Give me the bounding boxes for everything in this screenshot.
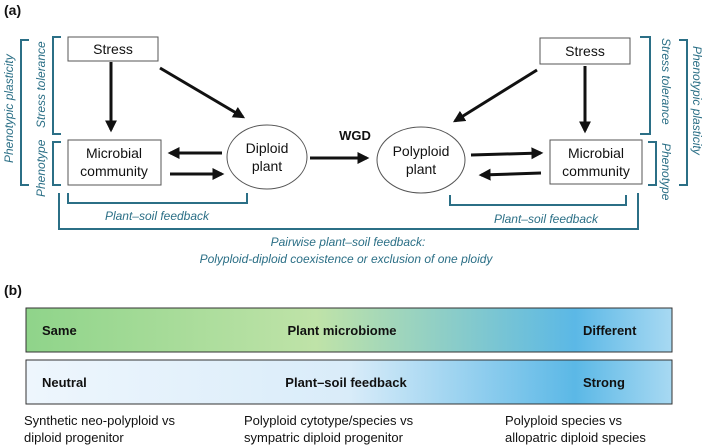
caption-2-line-1: Polyploid cytotype/species vs: [244, 413, 414, 428]
feedback-gradient-bar: [25, 359, 673, 405]
bracket-phenotype-left: [52, 141, 61, 186]
microbial-label-left-1: Microbial: [86, 145, 142, 161]
panel-a-label: (a): [4, 2, 21, 18]
phenotypic-plasticity-label-left: Phenotypic plasticity: [2, 53, 16, 163]
caption-1-line-2: diploid progenitor: [24, 430, 124, 445]
microbial-box-right: [549, 139, 643, 185]
pairwise-label-1: Pairwise plant–soil feedback:: [271, 235, 426, 249]
pairwise-label-2: Polyploid-diploid coexistence or exclusi…: [200, 252, 494, 266]
arrow-microbial-to-polyploid: [478, 168, 542, 181]
stress-box-right: [539, 37, 631, 65]
bracket-phenotype-right: [648, 141, 657, 186]
arrow-stress-to-polyploid: [452, 68, 538, 123]
bracket-feedback-right: [449, 195, 627, 206]
stress-box-left: [67, 36, 159, 62]
microbiome-right-label: Different: [583, 323, 637, 338]
stress-label-left: Stress: [93, 41, 133, 57]
feedback-center-label: Plant–soil feedback: [285, 375, 407, 390]
phenotype-label-left: Phenotype: [34, 139, 48, 197]
bracket-plasticity-left: [20, 39, 29, 186]
arrow-polyploid-to-microbial: [470, 147, 544, 160]
panel-b-label: (b): [4, 282, 22, 298]
microbial-box-left: [67, 139, 162, 186]
feedback-right-label: Strong: [583, 375, 625, 390]
feedback-left-label: Neutral: [42, 375, 87, 390]
arrow-stress-to-diploid: [159, 66, 246, 119]
microbial-label-right-1: Microbial: [568, 145, 624, 161]
microbiome-gradient-bar: [25, 307, 673, 353]
wgd-label: WGD: [339, 128, 371, 143]
phenotypic-plasticity-label-right: Phenotypic plasticity: [690, 46, 704, 156]
polyploid-plant-node: [376, 126, 466, 194]
caption-3-line-1: Polyploid species vs: [505, 413, 623, 428]
microbial-label-right-2: community: [562, 163, 630, 179]
bracket-pairwise: [58, 193, 639, 230]
diploid-label-1: Diploid: [246, 140, 289, 156]
diploid-label-2: plant: [252, 158, 282, 174]
stress-label-right: Stress: [565, 43, 605, 59]
diploid-plant-node: [226, 124, 308, 190]
polyploid-label-1: Polyploid: [393, 143, 450, 159]
stress-tolerance-label-left: Stress tolerance: [34, 41, 48, 128]
microbial-label-left-2: community: [80, 163, 148, 179]
phenotype-label-right: Phenotype: [659, 143, 673, 201]
feedback-label-left: Plant–soil feedback: [105, 209, 210, 223]
bracket-stress-tolerance-left: [52, 36, 61, 135]
caption-3-line-2: allopatric diploid species: [505, 430, 646, 445]
feedback-label-right: Plant–soil feedback: [494, 212, 599, 226]
bracket-feedback-left: [67, 193, 248, 204]
caption-2-line-2: sympatric diploid progenitor: [244, 430, 404, 445]
bracket-stress-tolerance-right: [640, 36, 651, 135]
bracket-plasticity-right: [679, 39, 688, 186]
microbiome-left-label: Same: [42, 323, 77, 338]
caption-1-line-1: Synthetic neo-polyploid vs: [24, 413, 176, 428]
microbiome-center-label: Plant microbiome: [287, 323, 396, 338]
stress-tolerance-label-right: Stress tolerance: [659, 38, 673, 125]
polyploid-label-2: plant: [406, 161, 436, 177]
